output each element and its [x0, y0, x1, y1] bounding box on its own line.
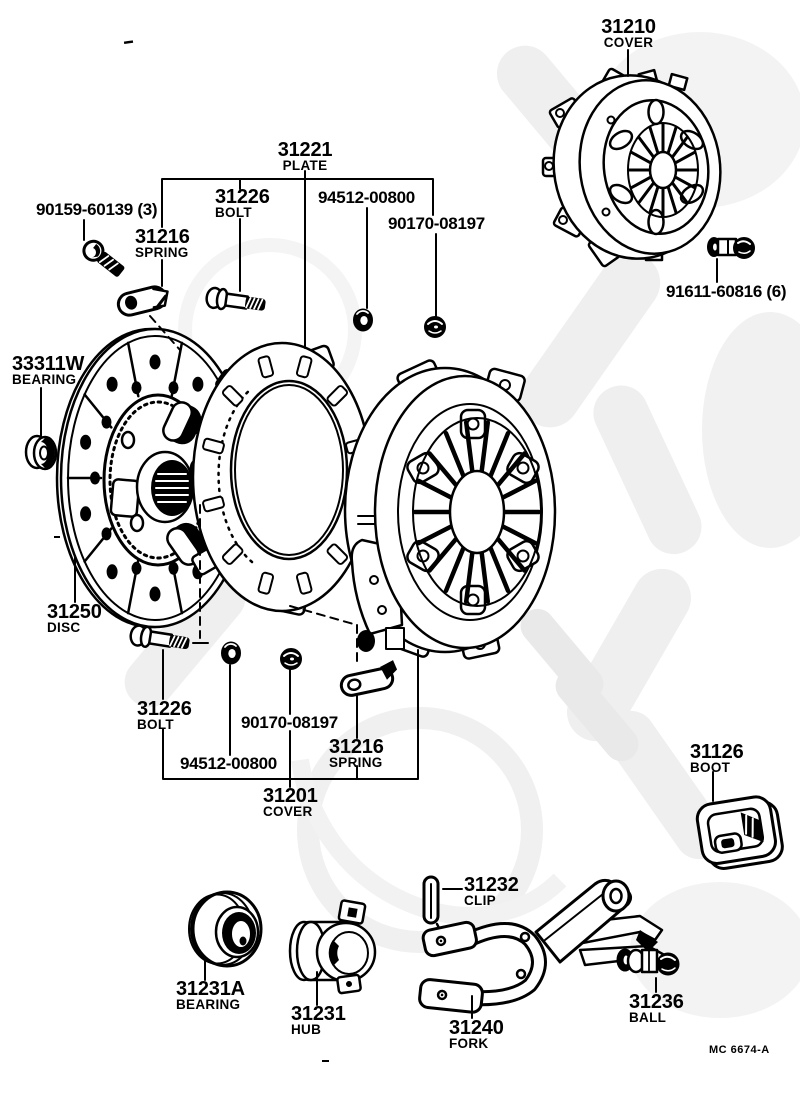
part-name: COVER — [263, 804, 313, 819]
ball-stud-drawing — [616, 948, 680, 976]
label-washer-top: 94512-00800 — [318, 188, 415, 207]
part-name: CLIP — [464, 893, 496, 908]
label-fork-31240: 31240 FORK — [449, 1017, 504, 1051]
part-number: 90170-08197 — [241, 713, 338, 732]
label-cover-31210: 31210 COVER — [586, 16, 671, 50]
part-number: 94512-00800 — [318, 188, 415, 207]
label-bolt-31226-top: 31226 BOLT — [215, 186, 270, 220]
part-name: PLATE — [282, 158, 328, 173]
part-number: 31216 — [135, 226, 190, 248]
label-bolt-31226-bottom: 31226 BOLT — [137, 698, 192, 732]
part-name: SPRING — [329, 755, 383, 770]
hub-drawing — [288, 899, 377, 995]
label-clip-31232: 31232 CLIP — [464, 874, 519, 908]
part-name: BEARING — [176, 997, 241, 1012]
part-number: 31226 — [215, 186, 270, 208]
stray-marks — [54, 40, 329, 1062]
part-number: 31210 — [601, 16, 656, 38]
part-name: HUB — [291, 1022, 322, 1037]
nut-bottom-drawing — [279, 647, 303, 671]
clip-drawing — [422, 875, 442, 932]
part-name: BOLT — [215, 205, 252, 220]
label-flywheel-bolt: 90159-60139 (3) — [36, 200, 158, 219]
cover-bolt-91611-drawing — [707, 237, 755, 259]
part-number: 91611-60816 (6) — [666, 282, 787, 301]
label-spring-bottom: 31216 SPRING — [329, 736, 384, 770]
part-number: 31226 — [137, 698, 192, 720]
part-name: BEARING — [12, 372, 77, 387]
part-number: 31126 — [690, 741, 744, 763]
label-spring-top: 31216 SPRING — [135, 226, 190, 260]
drawing-code: MC 6674-A — [709, 1044, 770, 1056]
part-name: BOOT — [690, 760, 731, 775]
part-name: COVER — [603, 35, 654, 50]
clutch-disc-drawing — [55, 327, 251, 629]
part-number: 31231 — [291, 1003, 346, 1025]
label-bolt-91611: 91611-60816 (6) — [666, 282, 787, 301]
part-number: 31231A — [176, 978, 245, 1000]
nut-top-drawing — [423, 315, 447, 339]
part-name: FORK — [449, 1036, 489, 1051]
part-number: 31216 — [329, 736, 384, 758]
part-number: 31232 — [464, 874, 519, 896]
leader-lines — [40, 49, 718, 1019]
spring-key-bottom-drawing — [339, 660, 398, 697]
label-ball-31236: 31236 BALL — [629, 991, 684, 1025]
label-pilot-bearing: 33311W BEARING — [12, 353, 85, 387]
label-nut-bottom: 90170-08197 — [241, 713, 338, 732]
part-number: 94512-00800 — [180, 754, 277, 773]
part-name: BALL — [629, 1010, 667, 1025]
part-number: 31221 — [277, 139, 333, 161]
part-number: 90159-60139 (3) — [36, 200, 158, 219]
label-plate-31221: 31221 PLATE — [262, 139, 348, 173]
label-cover-31201: 31201 COVER — [263, 785, 318, 819]
label-disc-31250: 31250 DISC — [47, 601, 102, 635]
part-number: 33311W — [12, 353, 85, 375]
clutch-cover-31210-drawing — [541, 67, 722, 268]
label-hub-31231: 31231 HUB — [291, 1003, 346, 1037]
part-number: 31250 — [47, 601, 102, 623]
washer-bottom-drawing — [220, 641, 242, 665]
bolt-31226-top-drawing — [204, 285, 268, 317]
boot-drawing — [695, 795, 784, 870]
label-release-bearing: 31231A BEARING — [176, 978, 245, 1012]
label-washer-bottom: 94512-00800 — [180, 754, 277, 773]
clutch-cover-31201-drawing — [343, 359, 557, 660]
part-number: 31240 — [449, 1017, 504, 1039]
label-nut-top: 90170-08197 — [388, 214, 485, 233]
label-boot-31126: 31126 BOOT — [690, 741, 744, 775]
flywheel-bolt-90159-drawing — [82, 239, 125, 277]
part-number: 31201 — [263, 785, 318, 807]
spring-key-top-drawing — [116, 285, 169, 317]
pressure-plate-drawing — [191, 341, 373, 616]
pilot-bearing-drawing — [24, 434, 58, 471]
release-bearing-drawing — [188, 890, 263, 968]
part-name: SPRING — [135, 245, 189, 260]
part-number: 90170-08197 — [388, 214, 485, 233]
part-number: 31236 — [629, 991, 684, 1013]
washer-top-drawing — [352, 308, 374, 332]
part-name: BOLT — [137, 717, 174, 732]
part-name: DISC — [47, 620, 81, 635]
